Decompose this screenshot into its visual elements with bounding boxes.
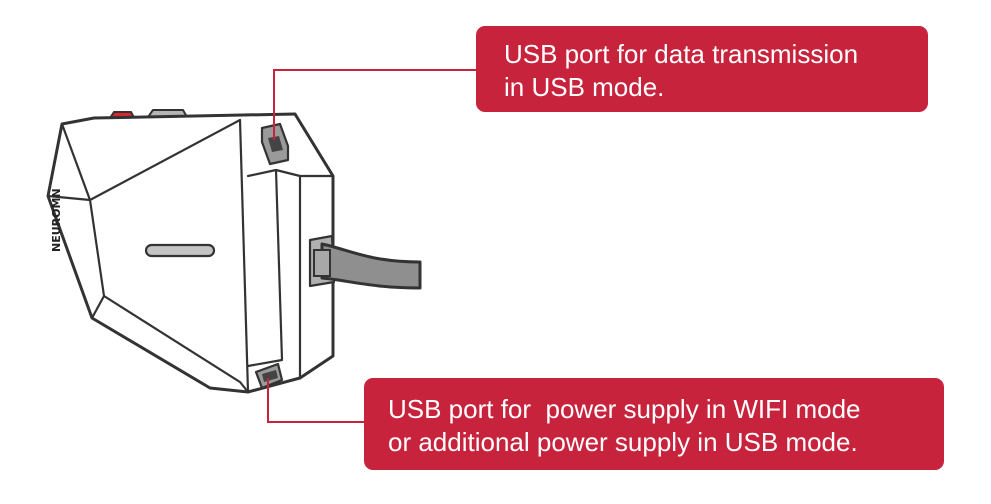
led-light-bar <box>144 243 216 258</box>
leader-line-top <box>273 69 478 140</box>
callout-top-line-2: in USB mode. <box>504 72 665 102</box>
callout-data-port: USB port for data transmission in USB mo… <box>476 26 928 112</box>
cable <box>320 242 422 290</box>
callout-bottom-line-1: USB port for power supply in WIFI mode <box>388 394 861 424</box>
callout-bottom-line-2: or additional power supply in USB mode. <box>388 427 858 457</box>
callout-top-line-1: USB port for data transmission <box>504 39 859 69</box>
brand-logo: NEUROMN <box>50 188 63 252</box>
leader-line-bottom <box>267 378 366 423</box>
callout-power-port: USB port for power supply in WIFI mode o… <box>364 378 944 470</box>
side-panel <box>238 118 335 394</box>
front-facet-lines <box>46 118 250 394</box>
